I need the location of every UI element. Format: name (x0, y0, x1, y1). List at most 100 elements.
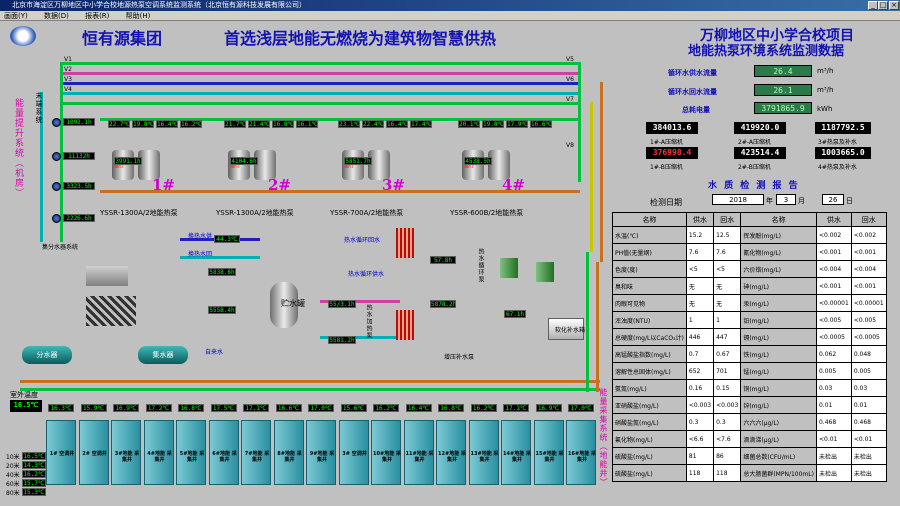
minimize-button[interactable]: _ (868, 1, 878, 10)
well-name-17: 16#地能 采集井 (568, 451, 596, 463)
valve-icon[interactable] (413, 392, 421, 398)
meter-1b-value: 376998.4 (646, 147, 698, 159)
well-10[interactable]: 3# 空调井 (338, 420, 369, 485)
power-value: 3791865.9 (754, 102, 812, 114)
valve-icon[interactable] (381, 392, 388, 398)
table-cell: 铅(mg/L) (740, 311, 817, 329)
heatpump-no-4: 4# (502, 176, 526, 194)
heatpump-4-temp-3: 17.9℃ (506, 120, 528, 128)
well-temp-6: 17.5℃ (210, 404, 237, 412)
well-temp-12: 16.4℃ (405, 404, 432, 412)
depth-temp-4: 15.3℃ (22, 488, 46, 496)
distributor-tank: 分水器 (22, 346, 72, 364)
valve-icon[interactable] (153, 392, 161, 398)
heatpump-unit-3[interactable]: 运行 (342, 150, 364, 180)
heatpump-unit-2-b[interactable] (254, 150, 276, 180)
well-5[interactable]: 5#地能 采集井 (176, 420, 206, 485)
heatpump-unit-1[interactable]: 运行 (112, 150, 134, 180)
well-8[interactable]: 8#地能 采集井 (273, 420, 304, 485)
table-cell: 铁(mg/L) (740, 345, 817, 363)
depth-label-0: 10米 (6, 454, 20, 461)
well-3[interactable]: 3#地能 采集井 (111, 420, 141, 485)
table-cell: <0.004 (850, 260, 887, 278)
heatpump-unit-1-b[interactable] (138, 150, 160, 180)
table-cell: 447 (713, 328, 742, 346)
well-1[interactable]: 1# 空调井 (46, 420, 76, 485)
left-meter-3: 3323.5h (63, 182, 95, 190)
well-4[interactable]: 4#地能 采集井 (143, 420, 174, 485)
table-cell: <0.005 (850, 311, 887, 329)
well-14[interactable]: 13#地能 采集井 (468, 420, 499, 485)
well-temp-1: 16.3℃ (48, 404, 74, 412)
well-12[interactable]: 11#地能 采集井 (403, 420, 434, 485)
close-button[interactable]: × (889, 1, 899, 10)
well-11[interactable]: 10#地能 采集井 (371, 420, 401, 485)
heatpump-unit-4-b[interactable] (488, 150, 510, 180)
valve-icon[interactable] (121, 392, 128, 398)
heatpump-3-temp-3: 16.4℃ (386, 120, 408, 128)
menu-item-report[interactable]: 报表(R) (85, 12, 110, 20)
well-name-3: 3#地能 采集井 (114, 451, 140, 463)
well-9[interactable]: 9#地能 采集井 (306, 420, 336, 485)
table-row: 肉眼可见物无无汞(mg/L)<0.00001<0.00001 (612, 294, 887, 312)
heatpump-hours-3: 5851.7h (344, 157, 372, 165)
heatpump-no-2: 2# (268, 176, 292, 194)
power-label: 总耗电量 (682, 106, 710, 114)
left-meter-2: 11132h (63, 152, 95, 160)
well-name-5: 5#地能 采集井 (179, 451, 205, 463)
table-cell: 水温(℃) (612, 226, 687, 244)
pipe-label-v6: V6 (566, 76, 574, 83)
circulation-pump-icon (52, 152, 61, 161)
valve-icon[interactable] (283, 392, 291, 398)
valve-icon[interactable] (446, 392, 453, 398)
valve-icon[interactable] (88, 392, 96, 398)
valve-icon[interactable] (316, 392, 323, 398)
depth-label-3: 60米 (6, 481, 20, 488)
table-cell: <0.00001 (850, 294, 887, 312)
table-cell: 六六六(μg/L) (740, 413, 817, 431)
table-cell: 0.468 (850, 413, 887, 431)
table-cell: PH值(无量纲) (612, 243, 687, 261)
table-cell: 氨氮(mg/L) (612, 379, 687, 397)
valve-icon[interactable] (186, 392, 193, 398)
well-7[interactable]: 7#地能 采集井 (241, 420, 271, 485)
well-temp-2: 15.9℃ (80, 404, 107, 412)
well-2[interactable]: 2# 空调井 (78, 420, 109, 485)
valve-icon[interactable] (251, 392, 258, 398)
valve-icon[interactable] (478, 392, 486, 398)
heatpump-unit-4[interactable]: 运行 (462, 150, 484, 180)
valve-icon[interactable] (511, 392, 518, 398)
left-meter-4: 2226.6h (63, 214, 95, 222)
heatpump-model-1: YSSR-1300A/2地能热泵 (100, 209, 178, 217)
well-16[interactable]: 15#地能 采集井 (533, 420, 564, 485)
heatpump-3-temp-4: 17.4℃ (410, 120, 432, 128)
menu-item-data[interactable]: 数据(D) (43, 12, 69, 20)
boost-pump-label: 增压补水泵 (444, 354, 475, 361)
well-17[interactable]: 16#地能 采集井 (566, 420, 596, 485)
menu-item-help[interactable]: 帮助(H) (125, 12, 151, 20)
energy-lift-label: 能量提升系统（机房） (13, 98, 23, 198)
heatpump-unit-2[interactable]: 运行 (228, 150, 250, 180)
pipe-label-v5: V5 (566, 56, 574, 63)
return-flow-value: 26.1 (754, 84, 812, 96)
well-temp-14: 16.2℃ (470, 404, 497, 412)
table-cell: 0.005 (850, 362, 887, 380)
valve-icon[interactable] (543, 392, 551, 398)
valve-icon[interactable] (576, 392, 583, 398)
valve-icon[interactable] (56, 392, 63, 398)
maximize-button[interactable]: □ (878, 1, 888, 10)
valve-icon[interactable] (218, 392, 226, 398)
menu-item-screen[interactable]: 画面(Y) (4, 12, 28, 20)
well-15[interactable]: 14#地能 采集井 (501, 420, 531, 485)
floor-heating-icon (86, 296, 136, 326)
report-header-0: 名称 (612, 212, 687, 227)
valve-icon[interactable] (348, 392, 356, 398)
well-6[interactable]: 6#地能 采集井 (208, 420, 239, 485)
heatpump-unit-3-b[interactable] (368, 150, 390, 180)
well-temp-5: 16.8℃ (178, 404, 204, 412)
well-13[interactable]: 12#地能 采集井 (436, 420, 466, 485)
table-cell: 无 (713, 294, 742, 312)
depth-temp-1: 14.3℃ (22, 461, 46, 469)
report-year: 2018 (712, 194, 764, 205)
well-name-10: 3# 空调井 (342, 451, 367, 457)
